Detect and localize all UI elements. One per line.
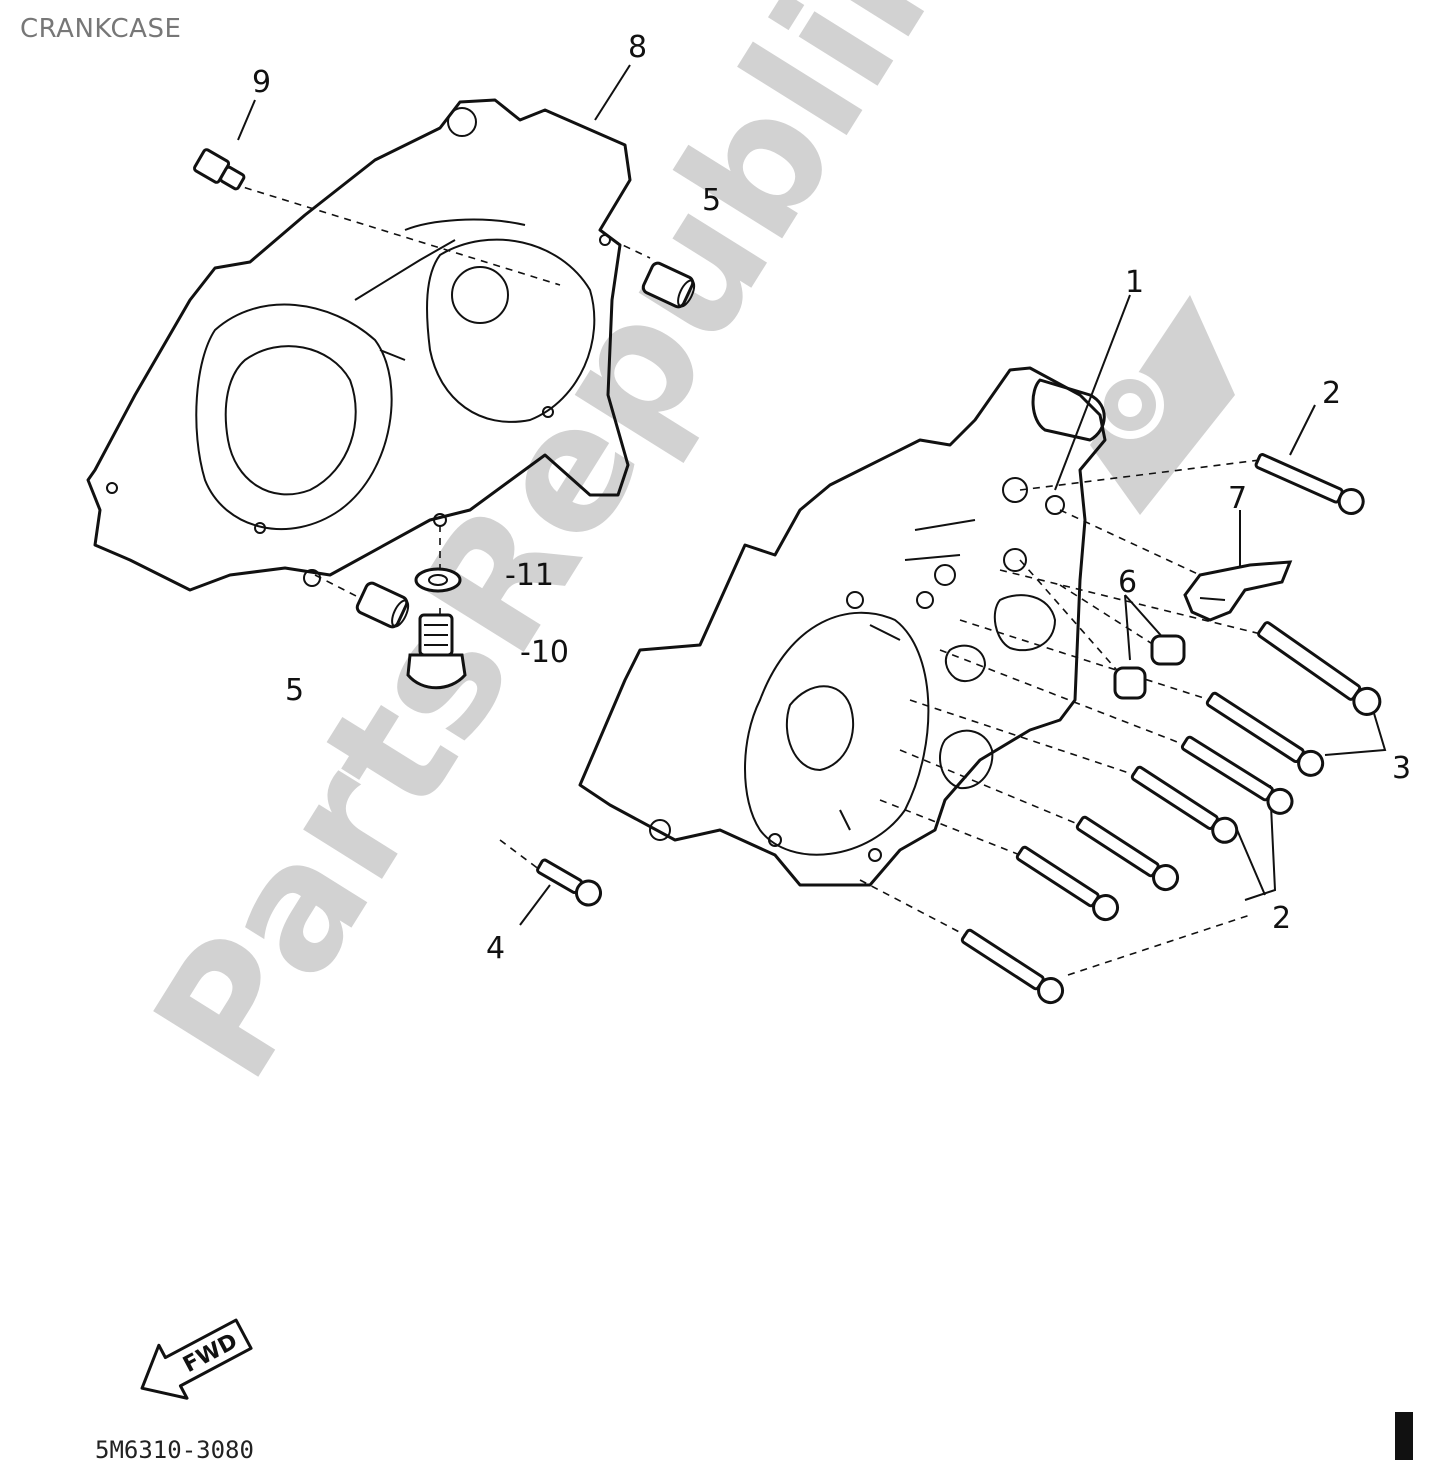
callout-4: 4 [486,931,505,966]
callout-2-bottom: 2 [1272,901,1291,936]
part-4-screw [536,858,602,907]
callout-5-bottom: 5 [285,673,304,708]
callout-1: 1 [1125,265,1144,300]
callout-6: 6 [1118,565,1137,600]
part-number: 5M6310-3080 [95,1436,254,1460]
left-crankcase-half [86,98,632,592]
part-6-dowels [1113,634,1186,700]
callout-10: -10 [520,635,569,670]
callout-7: 7 [1228,481,1247,516]
part-2-bolt-f [960,928,1065,1005]
part-9-bolt [193,148,246,191]
page-title: CRANKCASE [20,14,182,44]
part-5-dowel-bottom [355,581,410,629]
callout-5-top: 5 [702,183,721,218]
part-10-drain-bolt [406,613,467,690]
watermark-text: PartsRepublik [117,0,998,1112]
part-11-washer [414,567,462,593]
watermark: PartsRepublik [117,0,1235,1112]
callout-labels: 9 8 5 5 -11 -10 1 2 7 6 3 2 4 [252,30,1411,966]
part-2-bolt-d [1075,815,1180,892]
part-2-bolt-e [1015,845,1120,922]
part-2-bolt-b [1180,735,1294,815]
gear-icon [1090,295,1235,515]
leader-lines [219,179,1266,976]
callout-8: 8 [628,30,647,65]
part-7-clamp [1183,560,1293,622]
callout-9: 9 [252,65,271,100]
right-crankcase-half [578,366,1107,887]
page-corner-mark [1395,1412,1413,1460]
part-3-bolt-a [1257,621,1382,716]
callout-2-top: 2 [1322,376,1341,411]
callout-11: -11 [505,558,554,593]
part-2-bolt-c [1130,765,1239,844]
fwd-arrow-icon: FWD [140,1318,253,1400]
part-5-dowel-top [641,261,696,309]
callout-lines [237,64,1387,926]
part-2-bolt-top [1254,453,1365,515]
part-3-bolt-b [1205,691,1325,777]
callout-3: 3 [1392,751,1411,786]
